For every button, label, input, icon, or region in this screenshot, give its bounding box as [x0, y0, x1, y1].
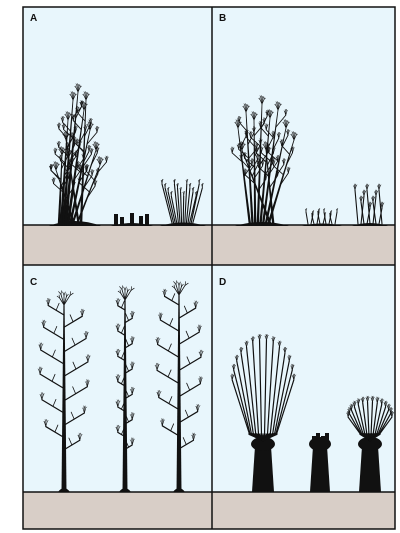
panel-b: B — [212, 7, 395, 265]
panel-c-label: C — [30, 277, 37, 288]
panel-a-ground — [23, 225, 212, 265]
panel-a-label: A — [30, 13, 37, 24]
panel-c-ground — [23, 492, 212, 529]
panel-a: A — [23, 7, 212, 265]
panel-b-ground — [212, 225, 395, 265]
panel-d-ground — [212, 492, 395, 529]
panel-d: D — [212, 265, 395, 529]
panel-c: C — [23, 265, 212, 529]
panel-d-label: D — [219, 277, 226, 288]
panel-b-label: B — [219, 13, 226, 24]
